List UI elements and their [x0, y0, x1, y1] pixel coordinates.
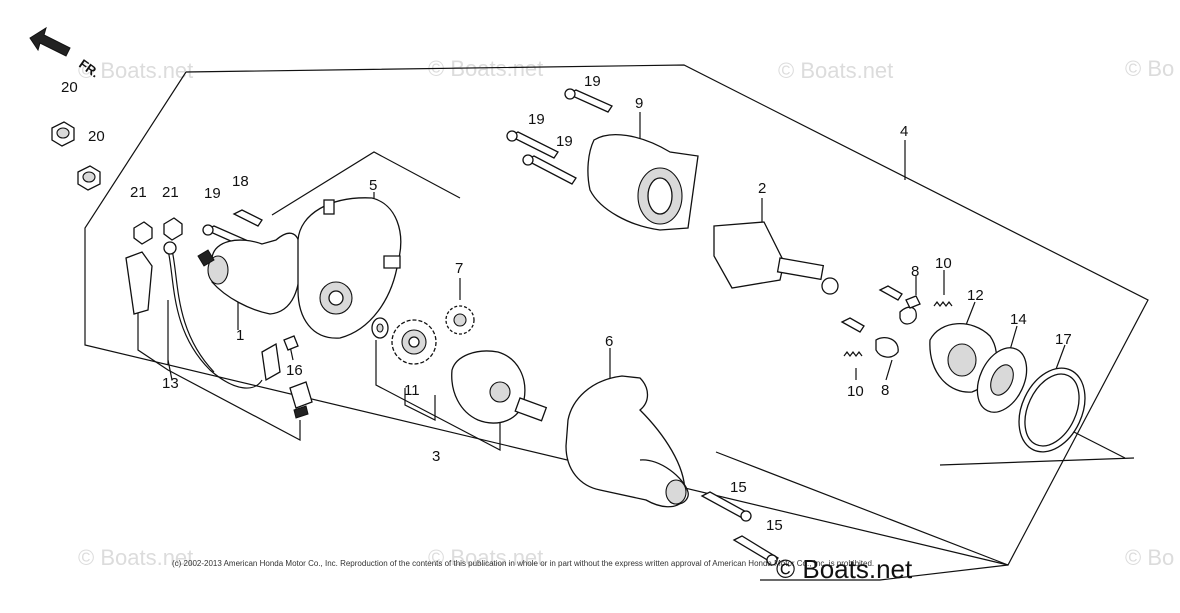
bolt-19-low — [522, 154, 577, 185]
screw-right — [878, 285, 903, 301]
housing-5 — [297, 197, 402, 339]
callout-11: 11 — [404, 382, 420, 399]
cable-13 — [125, 241, 281, 389]
terminal-16 — [283, 335, 313, 419]
callout-6: 6 — [605, 333, 613, 350]
watermark: © Bo — [1125, 56, 1174, 81]
watermark: © Bo — [1125, 545, 1174, 570]
callout-10b: 10 — [847, 383, 864, 400]
drive-housing-6 — [565, 375, 689, 508]
bolt-15-b — [732, 535, 779, 566]
callout-21a: 21 — [130, 184, 147, 201]
callout-19b: 19 — [584, 73, 601, 90]
callout-16: 16 — [286, 362, 303, 379]
callout-15a: 15 — [730, 479, 747, 496]
spring-10-a — [933, 301, 953, 307]
callout-17: 17 — [1055, 331, 1072, 348]
bracket-11 — [404, 388, 436, 421]
bracket-13 — [137, 262, 301, 441]
bolt-15-a — [700, 491, 752, 522]
callout-19d: 19 — [556, 133, 573, 150]
nut-21-b — [163, 217, 183, 241]
callout-19c: 19 — [528, 111, 545, 128]
watermark: © Boats.net — [428, 545, 543, 570]
callout-20b: 20 — [88, 128, 105, 145]
callout-10a: 10 — [935, 255, 952, 272]
callout-13: 13 — [162, 375, 179, 392]
solenoid-1 — [197, 232, 301, 315]
o-ring-17 — [1018, 367, 1086, 453]
gear-11 — [391, 319, 437, 365]
screw-left — [840, 317, 865, 333]
bracket-5 — [271, 151, 461, 216]
armature-2 — [713, 221, 839, 295]
watermark: © Boats.net — [78, 545, 193, 570]
yoke-9 — [587, 134, 699, 231]
callout-5: 5 — [369, 177, 377, 194]
copyright-notice: (c) 2002-2013 American Honda Motor Co., … — [172, 559, 874, 568]
bracket-3 — [375, 340, 501, 451]
callout-20a: 20 — [61, 79, 78, 96]
bolt-19-top — [564, 88, 613, 113]
leader-17 — [1069, 429, 1126, 459]
bolt-18 — [232, 209, 263, 227]
watermark: © Boats.net — [778, 58, 893, 83]
starter-drive-3 — [451, 350, 548, 424]
callout-12: 12 — [967, 287, 984, 304]
front-direction-arrow-icon — [29, 26, 71, 57]
callout-3: 3 — [432, 448, 440, 465]
callout-18: 18 — [232, 173, 249, 190]
callout-2: 2 — [758, 180, 766, 197]
assembly-outline-right — [939, 457, 1135, 466]
washer — [371, 317, 389, 339]
nut-20-b — [77, 165, 101, 191]
nut-20-a — [51, 121, 75, 147]
bolt-19-mid — [506, 130, 559, 159]
brush-8-b — [875, 337, 899, 358]
callout-14: 14 — [1010, 311, 1027, 328]
callout-1: 1 — [236, 327, 244, 344]
watermark: © Boats.net — [78, 58, 193, 83]
brush-8-a — [899, 295, 921, 325]
plate-14 — [976, 347, 1028, 413]
callout-15b: 15 — [766, 517, 783, 534]
callout-21b: 21 — [162, 184, 179, 201]
callout-19a: 19 — [204, 185, 221, 202]
brand-watermark: © Boats.net — [776, 554, 913, 584]
callout-8b: 8 — [881, 382, 889, 399]
callout-9: 9 — [635, 95, 643, 112]
callout-8a: 8 — [911, 263, 919, 280]
nut-21-a — [133, 221, 153, 245]
callout-4: 4 — [900, 123, 908, 140]
gear-7 — [445, 305, 475, 335]
bracket-15 — [715, 451, 1009, 581]
callout-7: 7 — [455, 260, 463, 277]
spring-10-b — [843, 351, 863, 357]
